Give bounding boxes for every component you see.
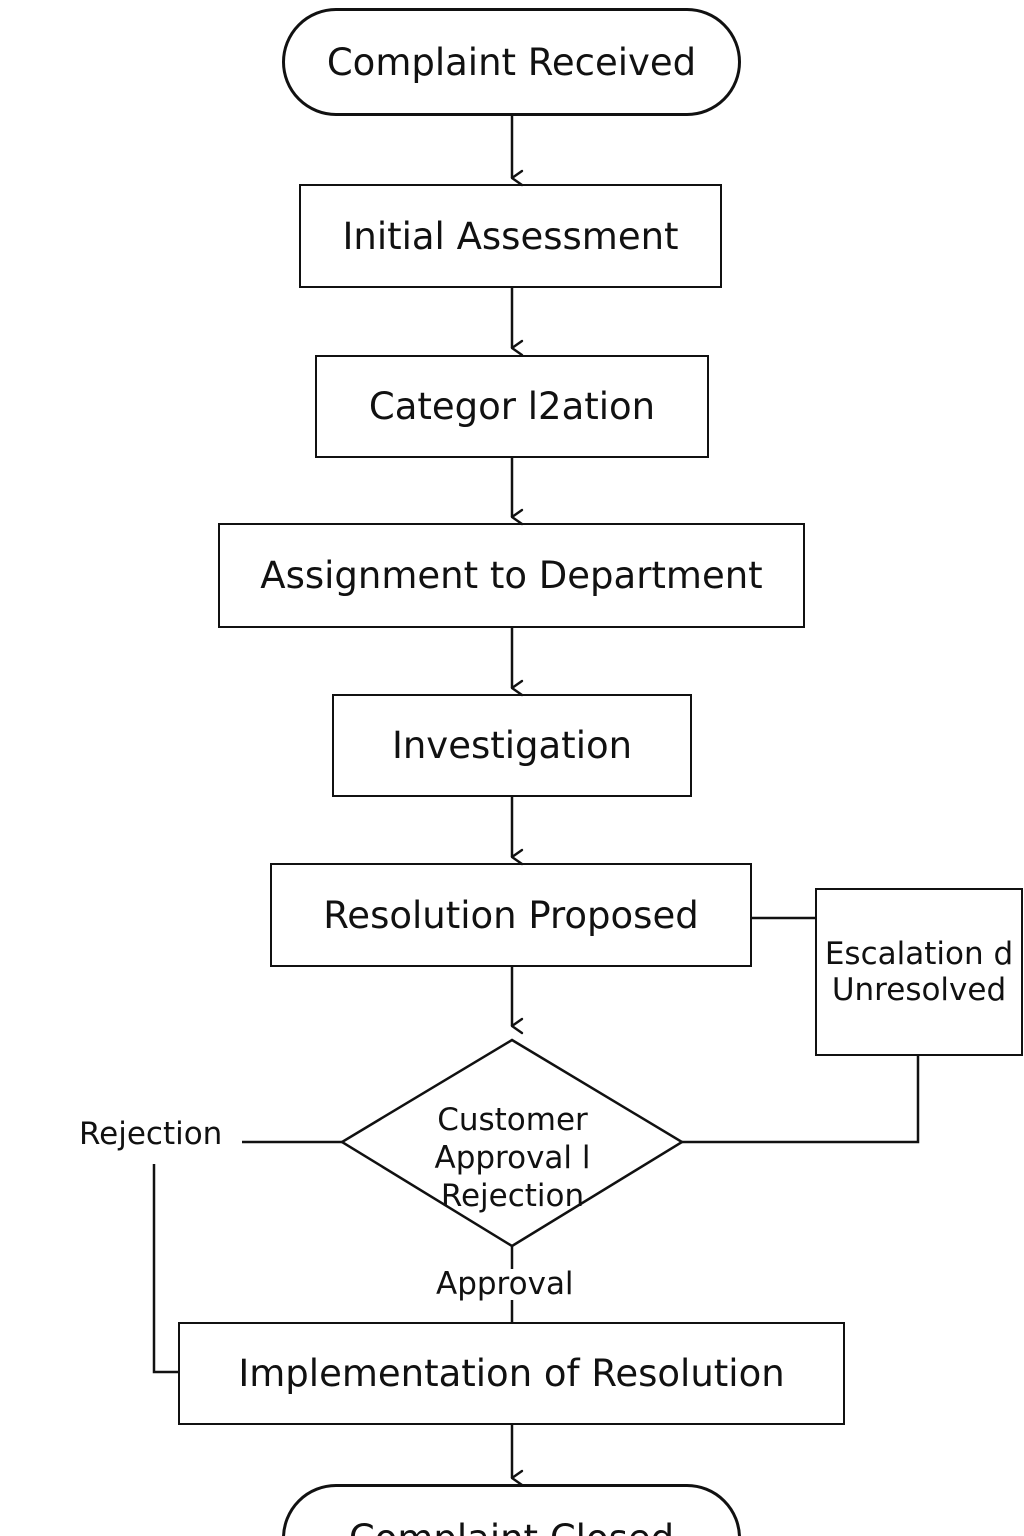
node-investigation: Investigation <box>332 694 692 797</box>
node-customer-approval-rejection: Customer Approval l Rejection <box>434 1102 591 1214</box>
node-initial-assessment: Initial Assessment <box>299 184 722 288</box>
node-complaint-received: Complaint Received <box>282 8 741 116</box>
connector-escalation-to-decision <box>682 1056 920 1144</box>
edge-label-approval: Approval <box>435 1266 575 1302</box>
node-complaint-closed: Complaint Closed <box>282 1484 741 1536</box>
node-categorization: Categor l2ation <box>315 355 709 458</box>
edge-label-rejection: Rejection <box>79 1116 223 1152</box>
node-resolution-proposed: Resolution Proposed <box>270 863 752 967</box>
connector-rejection-to-implementation <box>152 1164 178 1374</box>
node-implementation-of-resolution: Implementation of Resolution <box>178 1322 845 1425</box>
node-escalation-unresolved: Escalation d Unresolved <box>815 888 1023 1056</box>
node-assignment-to-department: Assignment to Department <box>218 523 805 628</box>
